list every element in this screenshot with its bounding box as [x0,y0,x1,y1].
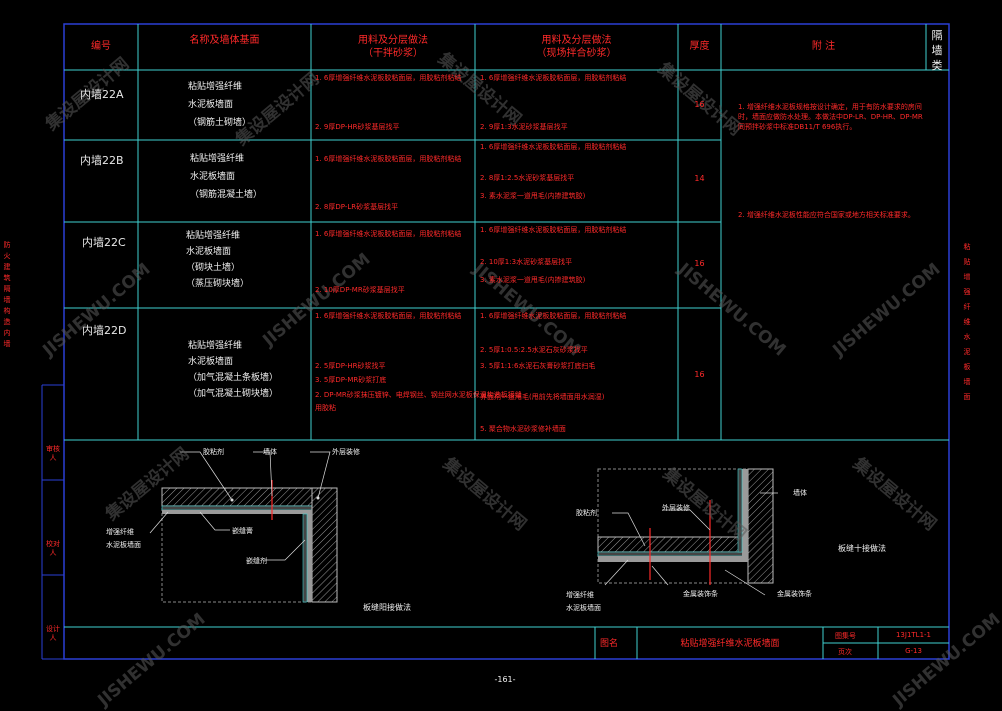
left-label-glue: 胶粘剂 [203,448,224,456]
row-site-step: 3. 素水泥浆一道甩毛(内掺建筑胶) [480,276,586,284]
row-code: 内墙22A [80,88,124,101]
note-2: 2. 增强纤维水泥板性能应符合国家或地方相关标准要求。 [738,211,915,219]
sign-designer: 设计人 [46,625,60,642]
row-dry-step: 1. 6厚增强纤维水泥板胶粘面层，用胶粘剂粘结 [315,230,462,238]
left-detail-caption: 板缝阳接做法 [363,603,411,612]
category-label: 隔墙类 [931,29,943,72]
row-thickness: 16 [694,370,705,379]
header-material-site: 用料及分层做法（现场拌合砂浆） [536,35,617,59]
page-number: -161- [494,675,516,684]
atlas-label: 图集号 [835,632,856,640]
drawing-lines [41,23,950,660]
row-thickness: 16 [694,259,705,268]
header-note: 附 注 [811,41,836,52]
atlas-number: 13J1TL1-1 [895,631,932,639]
left-label-wall: 墙体 [263,448,277,456]
left-label-finish: 外层装修 [332,448,360,456]
left-detail-drawing [149,451,338,603]
title-fig-label: 图名 [600,639,619,649]
left-label-board2: 水泥板墙面 [106,541,141,549]
row-dry-step: 1. 6厚增强纤维水泥板胶粘面层，用胶粘剂粘结 [315,312,462,320]
row-dry-step: 1. 6厚增强纤维水泥板胶粘面层，用胶粘剂粘结 [315,74,462,82]
right-detail-caption: 板缝十接做法 [838,544,886,553]
left-label-board: 增强纤维 [106,528,134,536]
row-dry-step: 3. 5厚DP-MR砂浆打底 [315,376,387,384]
header-name: 名称及墙体基面 [189,35,260,46]
right-vertical-title: 粘贴增强纤维水泥板墙面 [963,243,971,401]
note-1: 1. 增强纤维水泥板规格按设计确定，用于有防水要求的房间时，墙面应做防水处理。本… [738,103,923,131]
header-material-dry: 用料及分层做法（干拌砂浆） [358,35,428,59]
right-label-board: 增强纤维 [566,591,594,599]
row-site-step: 2. 9厚1:3水泥砂浆基层找平 [480,123,568,131]
row-site-step: 1. 6厚增强纤维水泥板胶粘面层，用胶粘剂粘结 [480,312,627,320]
header-thickness: 厚度 [689,41,710,52]
row-name: 粘贴增强纤维水泥板墙面（钢筋土砌墙） [188,82,252,128]
sign-reviewer: 校对人 [46,540,60,557]
row-thickness: 16 [694,100,705,109]
right-label-wall: 墙体 [793,489,807,497]
right-label-glue: 胶粘剂 [576,509,597,517]
row-dry-step: 用胶粘 [315,404,336,412]
left-vertical-title: 防火建筑隔墙构造内墙 [3,241,11,348]
row-site-step: 5. 聚合物水泥砂浆修补墙面 [480,425,566,433]
row-site-step: 2. 10厚1:3水泥砂浆基层找平 [480,258,573,266]
right-label-finish: 外层装修 [662,504,690,512]
right-detail-drawing [597,468,778,596]
row-name: 粘贴增强纤维水泥板墙面（砌块土墙）（蒸压砌块墙） [186,231,250,289]
row-code: 内墙22B [80,154,124,167]
row-dry-step: 2. 5厚DP-HR砂浆找平 [315,362,386,370]
page-label: 页次 [838,648,852,656]
row-site-step: 界面剂一道甩毛(甩前先将墙面用水润湿) [480,393,605,401]
row-site-step: 1. 6厚增强纤维水泥板胶粘面层，用胶粘剂粘结 [480,143,627,151]
row-site-step: 2. 8厚1:2.5水泥砂浆基层找平 [480,174,575,182]
row-site-step: 1. 6厚增强纤维水泥板胶粘面层，用胶粘剂粘结 [480,226,627,234]
right-label-board2: 水泥板墙面 [566,604,601,612]
row-site-step: 1. 6厚增强纤维水泥板胶粘面层，用胶粘剂粘结 [480,74,627,82]
row-dry-step: 1. 6厚增强纤维水泥板胶粘面层，用胶粘剂粘结 [315,155,462,163]
row-name: 粘贴增强纤维水泥板墙面（加气混凝土条板墙）（加气混凝土砌块墙） [188,341,279,399]
row-code: 内墙22C [82,236,126,249]
row-code: 内墙22D [82,324,127,337]
left-label-joint: 嵌缝膏 [232,527,253,535]
row-dry-step: 2. 8厚DP-LR砂浆基层找平 [315,203,399,211]
row-dry-step: 2. 10厚DP-MR砂浆基层找平 [315,286,405,294]
left-label-seal: 嵌缝剂 [246,557,267,565]
drawing-title: 粘贴增强纤维水泥板墙面 [680,639,780,649]
row-site-step: 3. 5厚1:1:6水泥石灰膏砂浆打底扫毛 [480,362,596,370]
row-dry-step: 2. DP-MR砂浆抹压镀锌、电焊钢丝、钢丝网水泥板保温构造板接缝 [315,391,522,399]
right-label-deco2: 金属装饰条 [777,590,812,598]
page-code: G-13 [905,647,922,655]
sign-checker: 审核人 [46,445,60,462]
row-name: 粘贴增强纤维水泥板墙面（钢筋混凝土墙） [190,154,263,200]
header-code: 编号 [91,41,111,52]
row-site-step: 3. 素水泥浆一道甩毛(内掺建筑胶) [480,192,586,200]
row-site-step: 2. 5厚1:0.5:2.5水泥石灰砂浆找平 [480,346,588,354]
right-label-deco: 金属装饰条 [683,590,718,598]
row-thickness: 14 [694,174,705,183]
row-dry-step: 2. 9厚DP-HR砂浆基层找平 [315,123,400,131]
